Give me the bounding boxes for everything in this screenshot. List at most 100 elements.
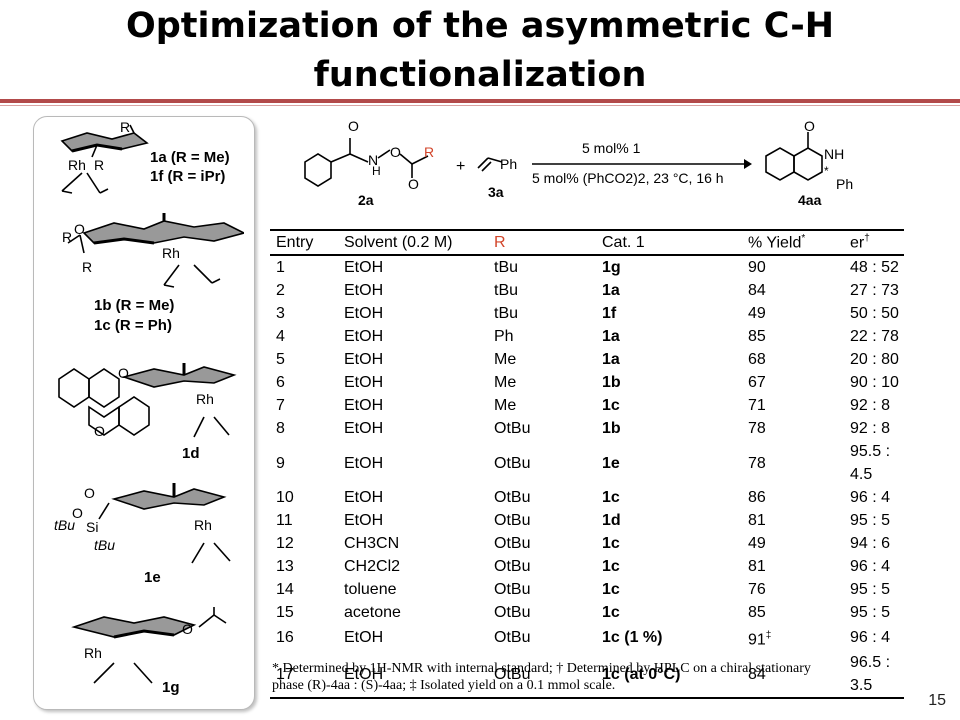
cell-cat-text: 1c [602, 558, 620, 575]
catalyst-1g-label: 1g [162, 679, 180, 696]
header-yield: % Yield* [742, 229, 844, 256]
cell-r: OtBu [488, 601, 596, 624]
condition-bottom: 5 mol% (PhCO2)2, 23 °C, 16 h [532, 170, 724, 186]
cell-cat: 1d [596, 509, 742, 532]
cell-yield-text: 85 [748, 328, 766, 345]
cell-entry-text: 2 [276, 282, 285, 299]
cell-cat-text: 1a [602, 282, 620, 299]
cell-yield: 49 [742, 302, 844, 325]
cell-yield: 85 [742, 601, 844, 624]
header-er-text: er [850, 234, 865, 252]
cell-cat-text: 1c [602, 535, 620, 552]
header-r: R [488, 229, 596, 256]
cell-entry-text: 5 [276, 351, 285, 368]
cell-entry-text: 17 [276, 665, 294, 683]
cell-yield: 67 [742, 371, 844, 394]
cell-r-text: OtBu [494, 558, 531, 575]
cell-entry-text: 3 [276, 305, 285, 322]
cell-entry: 7 [270, 394, 338, 417]
cell-yield: 81 [742, 555, 844, 578]
cell-cat: 1c [596, 555, 742, 578]
cell-r-text: tBu [494, 305, 519, 322]
cell-yield: 84 [742, 651, 844, 700]
cell-r-text: OtBu [494, 581, 531, 598]
cell-cat: 1a [596, 348, 742, 371]
cell-er: 95 : 5 [844, 601, 904, 624]
page-number: 15 [928, 692, 946, 709]
cell-yield-text: 84 [748, 665, 766, 683]
cell-entry-text: 11 [276, 512, 293, 529]
header-er: er† [844, 229, 904, 256]
cell-r-text: OtBu [494, 454, 531, 472]
cell-entry-text: 4 [276, 328, 285, 345]
cell-cat: 1b [596, 371, 742, 394]
cell-entry: 6 [270, 371, 338, 394]
cell-solvent-text: EtOH [344, 420, 384, 437]
cell-solvent-text: EtOH [344, 374, 384, 391]
cell-r: tBu [488, 302, 596, 325]
cell-solvent: EtOH [338, 279, 488, 302]
cell-yield-text: 86 [748, 489, 766, 506]
cell-er: 94 : 6 [844, 532, 904, 555]
cell-solvent-text: CH2Cl2 [344, 558, 401, 575]
catalyst-1g-o-atom: O [182, 621, 193, 637]
cell-cat: 1c [596, 394, 742, 417]
reactant-2a-o2-atom: O [390, 144, 401, 160]
cell-er-text: 95.5 : 4.5 [850, 443, 891, 483]
cell-r-text: OtBu [494, 489, 531, 506]
cell-cat-text: 1c [602, 604, 620, 621]
cell-cat: 1a [596, 325, 742, 348]
cell-er-text: 22 : 78 [850, 328, 899, 345]
cell-er: 95 : 5 [844, 509, 904, 532]
cell-yield: 71 [742, 394, 844, 417]
cell-r: OtBu [488, 417, 596, 440]
cell-yield-text: 81 [748, 512, 766, 529]
cell-r-text: OtBu [494, 665, 531, 683]
cell-cat: 1c [596, 578, 742, 601]
cell-solvent: toluene [338, 578, 488, 601]
catalyst-1f-label: 1f (R = iPr) [150, 168, 226, 185]
cell-solvent: EtOH [338, 255, 488, 279]
cell-solvent: CH2Cl2 [338, 555, 488, 578]
catalyst-1e-o2-atom: O [72, 505, 83, 521]
cell-entry-text: 8 [276, 420, 285, 437]
cell-cat: 1e [596, 440, 742, 486]
cell-yield-text: 78 [748, 454, 766, 472]
cell-solvent-text: EtOH [344, 259, 384, 276]
cell-yield: 81 [742, 509, 844, 532]
cell-solvent-text: EtOH [344, 328, 384, 345]
cell-entry-text: 12 [276, 535, 294, 552]
cell-er-text: 94 : 6 [850, 535, 891, 552]
cell-solvent-text: EtOH [344, 512, 384, 529]
catalyst-1e-o-atom: O [84, 485, 95, 501]
cell-yield: 86 [742, 486, 844, 509]
footnote: * Determined by 1H-NMR with internal sta… [272, 660, 912, 694]
cell-r: OtBu [488, 509, 596, 532]
cell-yield-text: 85 [748, 604, 766, 621]
reactant-3a-structure [477, 157, 503, 172]
cell-yield-text: 81 [748, 558, 766, 575]
cell-cat: 1f [596, 302, 742, 325]
cell-er-text: 95 : 5 [850, 581, 891, 598]
cell-yield-text: 71 [748, 397, 766, 414]
cell-er: 92 : 8 [844, 394, 904, 417]
cell-entry: 14 [270, 578, 338, 601]
cell-yield-text: 49 [748, 305, 766, 322]
cell-cat-text: 1a [602, 328, 620, 345]
cell-entry: 3 [270, 302, 338, 325]
condition-top: 5 mol% 1 [582, 140, 641, 156]
cell-solvent: EtOH [338, 325, 488, 348]
cell-r: OtBu [488, 440, 596, 486]
product-star: * [824, 164, 829, 178]
cell-solvent: EtOH [338, 302, 488, 325]
cell-er: 90 : 10 [844, 371, 904, 394]
cell-entry: 12 [270, 532, 338, 555]
cell-cat-text: 1a [602, 351, 620, 368]
cell-entry-text: 15 [276, 604, 294, 621]
catalyst-1b-structure [67, 213, 244, 288]
